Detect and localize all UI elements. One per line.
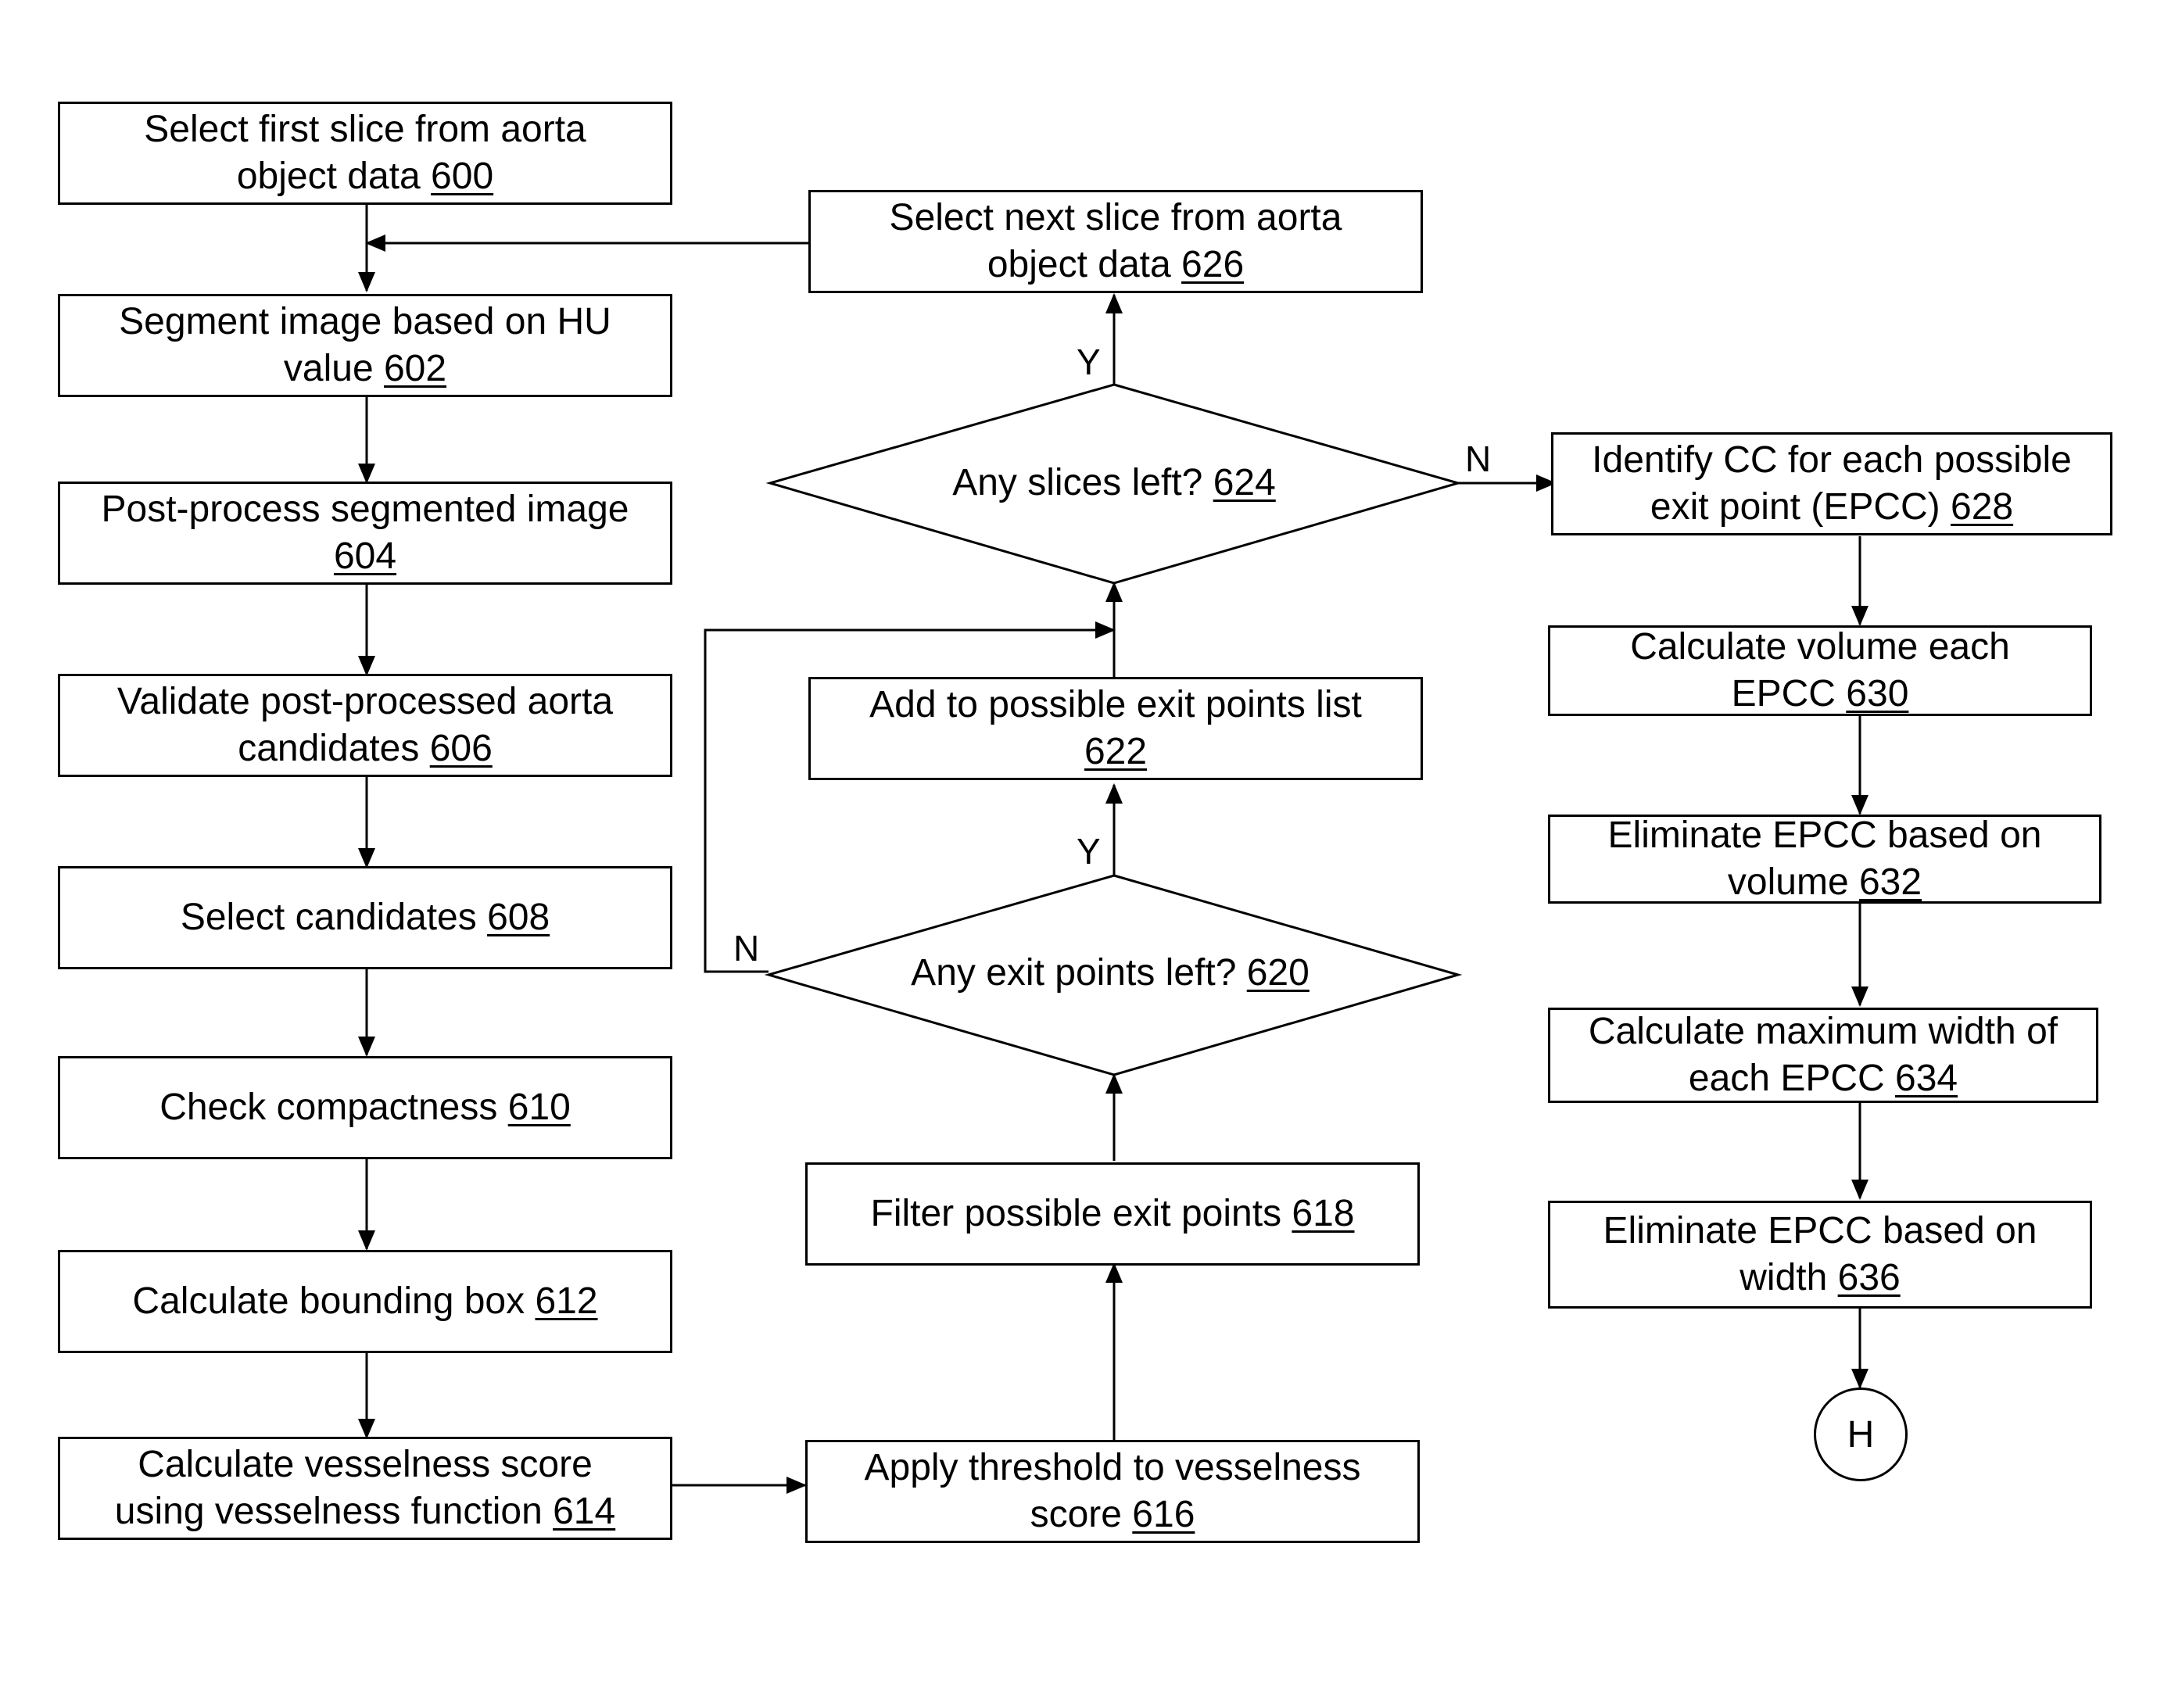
step-634-ref: 634 — [1895, 1058, 1958, 1099]
decision-624-label: Any slices left? 624 — [952, 460, 1276, 507]
step-632-box: Eliminate EPCC based on volume 632 — [1548, 815, 2101, 904]
step-606-box: Validate post-processed aorta candidates… — [58, 674, 672, 777]
branch-label-620-no: N — [733, 929, 759, 968]
step-612-ref: 612 — [535, 1280, 597, 1322]
step-608-text: Select candidates — [181, 897, 487, 938]
connector-H: H — [1814, 1388, 1908, 1481]
step-626-ref: 626 — [1181, 244, 1244, 285]
step-636-ref: 636 — [1838, 1257, 1901, 1298]
decision-620-text: Any exit points left? — [911, 952, 1247, 994]
step-602-box: Segment image based on HU value 602 — [58, 294, 672, 397]
decision-620-label: Any exit points left? 620 — [911, 950, 1310, 997]
branch-label-624-no: N — [1465, 439, 1491, 478]
branch-label-620-yes: Y — [1077, 832, 1101, 871]
connector-H-label: H — [1847, 1413, 1875, 1456]
step-604-text: Post-process segmented image — [102, 489, 629, 530]
step-632-text: Eliminate EPCC based on volume — [1608, 815, 2042, 903]
step-608-box: Select candidates 608 — [58, 866, 672, 969]
step-618-text: Filter possible exit points — [871, 1193, 1292, 1234]
step-614-ref: 614 — [553, 1491, 615, 1532]
decision-624-text: Any slices left? — [952, 462, 1213, 503]
step-622-text: Add to possible exit points list — [869, 684, 1362, 725]
step-628-box: Identify CC for each possible exit point… — [1551, 432, 2112, 535]
step-616-box: Apply threshold to vesselness score 616 — [805, 1440, 1420, 1543]
step-616-text: Apply threshold to vesselness score — [864, 1447, 1360, 1535]
step-626-box: Select next slice from aorta object data… — [808, 190, 1423, 293]
step-622-ref: 622 — [1084, 731, 1147, 772]
step-636-text: Eliminate EPCC based on width — [1603, 1210, 2037, 1298]
step-606-text: Validate post-processed aorta candidates — [117, 681, 613, 769]
step-618-ref: 618 — [1292, 1193, 1354, 1234]
step-612-text: Calculate bounding box — [132, 1280, 535, 1322]
step-632-ref: 632 — [1859, 861, 1922, 903]
step-610-ref: 610 — [508, 1087, 571, 1128]
step-600-box: Select first slice from aorta object dat… — [58, 102, 672, 205]
branch-label-624-yes: Y — [1077, 342, 1101, 381]
step-628-ref: 628 — [1951, 486, 2013, 528]
step-614-box: Calculate vesselness score using vesseln… — [58, 1437, 672, 1540]
step-612-box: Calculate bounding box 612 — [58, 1250, 672, 1353]
step-630-box: Calculate volume each EPCC 630 — [1548, 625, 2092, 716]
step-634-box: Calculate maximum width of each EPCC 634 — [1548, 1008, 2098, 1103]
step-616-ref: 616 — [1132, 1494, 1195, 1535]
step-606-ref: 606 — [430, 728, 493, 769]
step-610-text: Check compactness — [159, 1087, 508, 1128]
step-630-text: Calculate volume each EPCC — [1630, 626, 2010, 714]
step-636-box: Eliminate EPCC based on width 636 — [1548, 1201, 2092, 1309]
step-602-text: Segment image based on HU value — [119, 301, 611, 389]
step-600-ref: 600 — [431, 156, 493, 197]
step-608-ref: 608 — [487, 897, 550, 938]
decision-620-ref: 620 — [1247, 952, 1310, 994]
step-626-text: Select next slice from aorta object data — [890, 197, 1342, 285]
step-634-text: Calculate maximum width of each EPCC — [1589, 1011, 2058, 1099]
step-604-ref: 604 — [334, 535, 396, 577]
decision-624-ref: 624 — [1213, 462, 1276, 503]
step-610-box: Check compactness 610 — [58, 1056, 672, 1159]
step-602-ref: 602 — [384, 348, 446, 389]
step-630-ref: 630 — [1846, 673, 1908, 714]
step-604-box: Post-process segmented image 604 — [58, 482, 672, 585]
step-618-box: Filter possible exit points 618 — [805, 1162, 1420, 1266]
step-614-text: Calculate vesselness score using vesseln… — [115, 1444, 593, 1532]
step-600-text: Select first slice from aorta object dat… — [144, 109, 586, 197]
step-622-box: Add to possible exit points list 622 — [808, 677, 1423, 780]
